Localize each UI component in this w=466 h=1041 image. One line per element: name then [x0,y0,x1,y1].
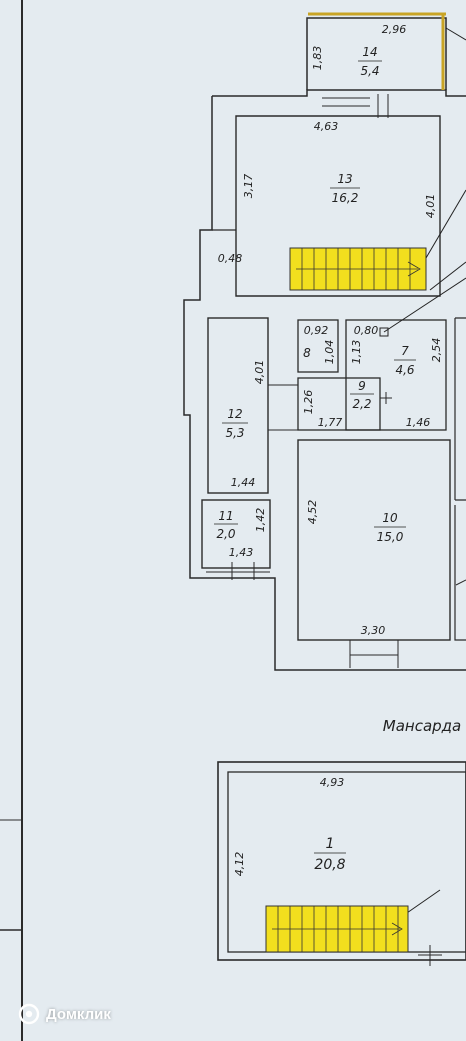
room-14-area: 5,4 [360,64,379,78]
room-1-number: 1 [326,836,335,852]
room-1-label: 1 20,8 [314,836,346,873]
room-10-label: 10 15,0 [374,511,406,544]
room-11-label: 11 2,0 [214,509,238,541]
stair-ground-floor [289,247,427,291]
room-9-area: 2,2 [352,397,371,411]
dim-0-92: 0,92 [304,324,329,337]
dim-1-26: 1,26 [302,390,315,415]
ground-floor-walls [183,17,466,671]
dim-1-43: 1,43 [229,546,254,559]
dim-1-13: 1,13 [350,340,363,365]
room-11-number: 11 [218,509,233,523]
domclick-watermark: Домклик [18,1003,111,1025]
leader-lines [379,27,466,916]
stair-attic [265,905,409,953]
room-13-number: 13 [337,172,352,186]
attic-floor-label: Мансарда [383,717,461,735]
dim-2-96: 2,96 [382,23,407,36]
dim-1-44: 1,44 [231,476,256,489]
room-11-area: 2,0 [216,527,235,541]
dim-4-52: 4,52 [306,500,319,525]
dim-1-83: 1,83 [311,46,324,71]
dim-1-42: 1,42 [254,508,267,533]
dim-4-01-b: 4,01 [253,360,266,385]
watermark-text: Домклик [46,1005,111,1023]
room-13-label: 13 16,2 [330,172,360,205]
room-7-number: 7 [401,344,409,358]
dim-1-77: 1,77 [318,416,343,429]
room-1-area: 20,8 [314,857,345,873]
room-14-number: 14 [362,45,377,59]
domclick-logo-icon [18,1003,40,1025]
room-12-number: 12 [227,407,242,421]
room-14-label: 14 5,4 [358,45,382,78]
room-13-area: 16,2 [332,191,359,205]
dim-0-48: 0,48 [218,252,243,265]
room-8-number: 8 [303,346,311,360]
room-10-number: 10 [382,511,398,525]
dim-1-04: 1,04 [323,340,336,365]
room-7-area: 4,6 [395,363,414,377]
room-12-label: 12 5,3 [222,407,248,440]
dim-4-63: 4,63 [314,120,339,133]
dim-3-30: 3,30 [361,624,386,637]
room-7-label: 7 4,6 [394,344,416,377]
dim-2-54: 2,54 [430,338,443,363]
dim-4-93: 4,93 [320,776,345,789]
room-10-area: 15,0 [377,530,404,544]
dim-1-46: 1,46 [406,416,431,429]
room-9-number: 9 [358,379,366,393]
dim-0-80: 0,80 [354,324,379,337]
dim-3-17: 3,17 [242,174,255,199]
dim-4-01-a: 4,01 [424,194,437,219]
room-8-label: 8 [303,346,311,360]
room-12-area: 5,3 [225,426,244,440]
room-9-label: 9 2,2 [350,379,374,411]
dimension-labels: 2,96 1,83 4,63 3,17 4,01 0,48 0,92 1,04 … [218,23,443,876]
room-14-accent-walls [308,12,446,90]
dim-4-12: 4,12 [233,852,246,877]
